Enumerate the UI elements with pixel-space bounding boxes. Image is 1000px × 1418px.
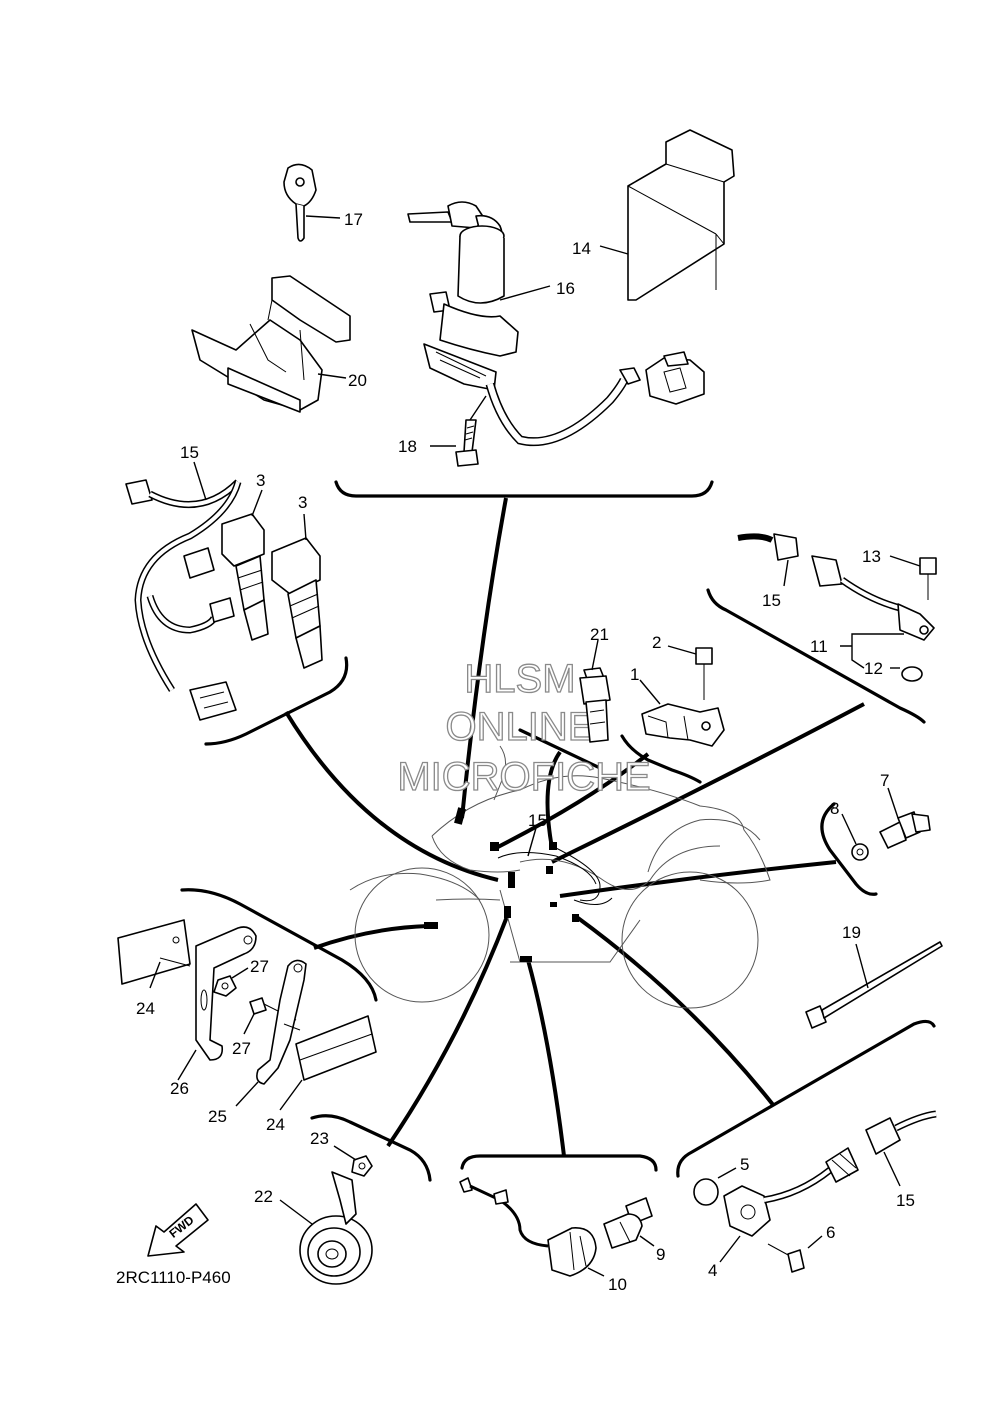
wire-harness-part-15-top	[125, 479, 242, 721]
group-bracket-sensor-7-8	[820, 802, 878, 896]
spoke-sensor-21	[545, 750, 562, 849]
o-ring-part-5	[693, 1178, 719, 1206]
spoke-sensor-1-2	[495, 752, 650, 850]
horn-part-22	[299, 1171, 373, 1285]
callout-12: 12	[864, 659, 883, 678]
callout-10: 10	[608, 1275, 627, 1294]
callout-1: 1	[630, 665, 639, 684]
callout-7: 7	[880, 771, 889, 790]
callout-19: 19	[842, 923, 861, 942]
callout-26: 26	[170, 1079, 189, 1098]
sensor-part-9	[603, 1197, 653, 1249]
callout-18: 18	[398, 437, 417, 456]
spoke-sensor-10	[526, 959, 566, 1157]
main-switch-part-16	[407, 201, 705, 447]
washer-part-8	[851, 843, 869, 861]
group-bracket-horn	[310, 1114, 432, 1182]
callout-22: 22	[254, 1187, 273, 1206]
ignition-coil-part-3-left	[221, 513, 269, 641]
spoke-coils	[284, 710, 499, 882]
callout-21: 21	[590, 625, 609, 644]
callout-23: 23	[310, 1129, 329, 1148]
bracket-part-26	[195, 926, 257, 1061]
callout-13: 13	[862, 547, 881, 566]
callout-25: 25	[208, 1107, 227, 1126]
callout-8: 8	[830, 799, 839, 818]
callout-15-top: 15	[180, 443, 199, 462]
sensor-part-11	[737, 533, 935, 641]
callout-6: 6	[826, 1223, 835, 1242]
reflector-part-24-left	[117, 919, 191, 985]
bolt-part-18	[455, 419, 479, 467]
callout-20: 20	[348, 371, 367, 390]
callout-27-a: 27	[250, 957, 269, 976]
spoke-horn	[386, 913, 510, 1148]
group-bracket-sensor-10	[460, 1154, 658, 1172]
cable-tie-part-19	[805, 941, 943, 1029]
callout-11: 11	[810, 637, 828, 656]
sensor-part-1	[641, 703, 725, 747]
nut-part-27-a	[213, 975, 237, 997]
reflector-part-24-right	[295, 1015, 377, 1081]
group-bracket-sensor-1-2	[620, 734, 702, 784]
forward-arrow-icon: FWD	[147, 1203, 209, 1257]
callout-17: 17	[344, 210, 363, 229]
bracket-part-25	[256, 959, 307, 1085]
bracket-part-20	[191, 275, 351, 413]
group-bracket-sensor-21	[518, 728, 602, 770]
spoke-sensor-11	[551, 702, 865, 864]
sensor-part-10	[459, 1177, 597, 1277]
callout-27-b: 27	[232, 1039, 251, 1058]
spoke-lights	[313, 924, 429, 950]
key-part-17	[283, 163, 317, 242]
spoke-sensor-4	[576, 916, 776, 1108]
callout-3-right: 3	[298, 493, 307, 512]
motorcycle-outline	[349, 745, 771, 1009]
spoke-sensor-7-8	[559, 860, 837, 898]
group-bracket-lights	[180, 888, 378, 1002]
watermark: HLSM ONLINE MICROFICHE	[397, 656, 652, 799]
callout-14: 14	[572, 239, 591, 258]
sensor-part-4	[723, 1147, 859, 1237]
ignition-coil-part-3-right	[271, 537, 323, 669]
callout-4: 4	[708, 1261, 717, 1280]
bike-connection-markers	[424, 807, 597, 962]
callout-16: 16	[556, 279, 575, 298]
group-bracket-sensor-11	[706, 588, 926, 724]
callout-15-center: 15	[528, 811, 547, 830]
o-ring-part-12	[901, 666, 923, 682]
callout-15-right: 15	[762, 591, 781, 610]
bolt-part-6	[767, 1243, 805, 1273]
svg-text:MICROFICHE: MICROFICHE	[397, 755, 650, 799]
bolt-part-2	[695, 647, 713, 700]
sensor-part-7	[879, 811, 931, 849]
group-bracket-ignition	[334, 480, 714, 498]
diagram-code: 2RC1110-P460	[116, 1268, 231, 1287]
callout-24-left: 24	[136, 999, 155, 1018]
callout-24-right: 24	[266, 1115, 285, 1134]
spoke-ignition	[460, 497, 508, 819]
callout-3-left: 3	[256, 471, 265, 490]
callout-2: 2	[652, 633, 661, 652]
svg-text:HLSM: HLSM	[464, 657, 575, 701]
callout-5: 5	[740, 1155, 749, 1174]
sensor-part-21	[579, 667, 611, 743]
bolt-part-13	[919, 557, 937, 600]
ecu-part-14	[627, 129, 735, 301]
callout-9: 9	[656, 1245, 665, 1264]
nut-part-23	[351, 1155, 373, 1177]
group-bracket-sensor-4	[676, 1019, 936, 1178]
wire-harness-part-15-bottom	[865, 1110, 937, 1155]
svg-text:ONLINE: ONLINE	[446, 705, 595, 749]
callout-15-bottom: 15	[896, 1191, 915, 1210]
